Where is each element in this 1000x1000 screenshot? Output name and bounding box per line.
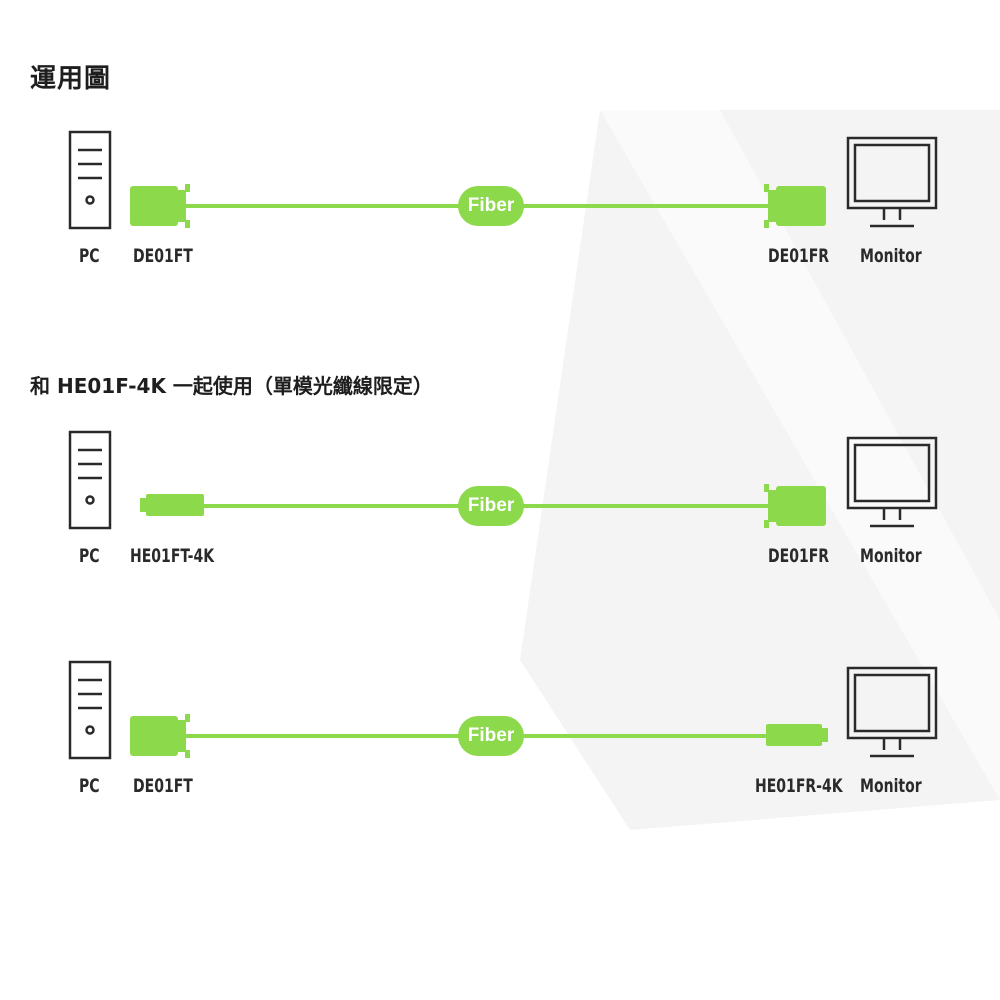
- pc-tower-icon: [68, 430, 112, 530]
- diagram-row-1: Fiber PC DE01FT DE01FR Monitor: [0, 120, 1000, 290]
- fiber-link-badge: Fiber: [458, 186, 524, 226]
- section-title-usage-diagram: 運用圖: [30, 64, 112, 94]
- transmitter-label: DE01FT: [133, 775, 193, 797]
- display-label: Monitor: [860, 545, 922, 567]
- transmitter-label: DE01FT: [133, 245, 193, 267]
- dvi-receiver-icon: [764, 184, 826, 228]
- dvi-receiver-icon: [764, 484, 826, 528]
- hdmi-transmitter-icon: [140, 494, 204, 516]
- dvi-transmitter-icon: [130, 714, 190, 758]
- diagram-row-3: Fiber PC DE01FT HE01FR-4K Monitor: [0, 650, 1000, 820]
- pc-tower-icon: [68, 660, 112, 760]
- source-label: PC: [79, 545, 100, 567]
- receiver-label: DE01FR: [768, 245, 830, 267]
- pc-tower-icon: [68, 130, 112, 230]
- monitor-icon: [846, 666, 938, 758]
- section-title-he01f-4k-compat: 和 HE01F-4K 一起使用（單模光纖線限定）: [30, 374, 433, 398]
- dvi-transmitter-icon: [130, 184, 190, 228]
- hdmi-receiver-icon: [766, 724, 828, 746]
- fiber-link-badge: Fiber: [458, 486, 524, 526]
- fiber-link-badge: Fiber: [458, 716, 524, 756]
- receiver-label: HE01FR-4K: [755, 775, 843, 797]
- diagram-row-2: Fiber PC HE01FT-4K DE01FR Monitor: [0, 420, 1000, 590]
- receiver-label: DE01FR: [768, 545, 830, 567]
- display-label: Monitor: [860, 245, 922, 267]
- source-label: PC: [79, 245, 100, 267]
- source-label: PC: [79, 775, 100, 797]
- display-label: Monitor: [860, 775, 922, 797]
- monitor-icon: [846, 436, 938, 528]
- transmitter-label: HE01FT-4K: [130, 545, 215, 567]
- monitor-icon: [846, 136, 938, 228]
